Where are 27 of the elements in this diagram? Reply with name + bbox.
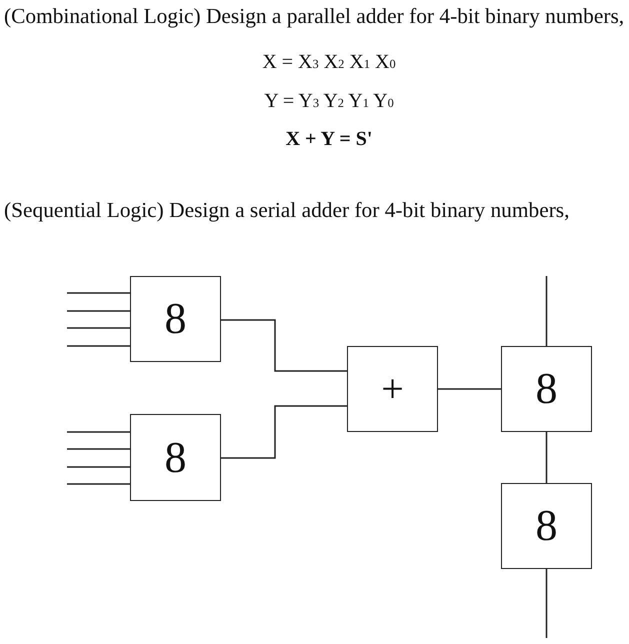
register-box — [501, 346, 592, 432]
node-label: 8 — [536, 504, 558, 548]
wire — [221, 405, 347, 459]
wire — [546, 432, 548, 483]
node-label: + — [381, 369, 404, 409]
node-label: 8 — [536, 367, 558, 411]
wire — [546, 569, 548, 638]
input-line — [67, 466, 130, 468]
input-line — [67, 345, 130, 347]
node-label: 8 — [164, 297, 186, 341]
adder-box — [347, 346, 438, 432]
input-line — [67, 327, 130, 329]
wire — [221, 319, 347, 372]
input-line — [67, 431, 130, 433]
register-box — [130, 276, 221, 362]
input-line — [67, 292, 130, 294]
input-line — [67, 483, 130, 485]
wire — [546, 276, 548, 346]
register-box — [130, 414, 221, 501]
equation: X + Y = S' — [286, 127, 372, 151]
question-text: (Combinational Logic) Design a parallel adder for 4-bit binary numbers, — [4, 4, 624, 30]
input-line — [67, 310, 130, 312]
question-text: (Sequential Logic) Design a serial adder for 4-bit binary numbers, — [4, 198, 570, 224]
register-box — [501, 483, 592, 569]
node-label: 8 — [164, 436, 186, 480]
input-line — [67, 448, 130, 450]
wire — [438, 388, 501, 390]
